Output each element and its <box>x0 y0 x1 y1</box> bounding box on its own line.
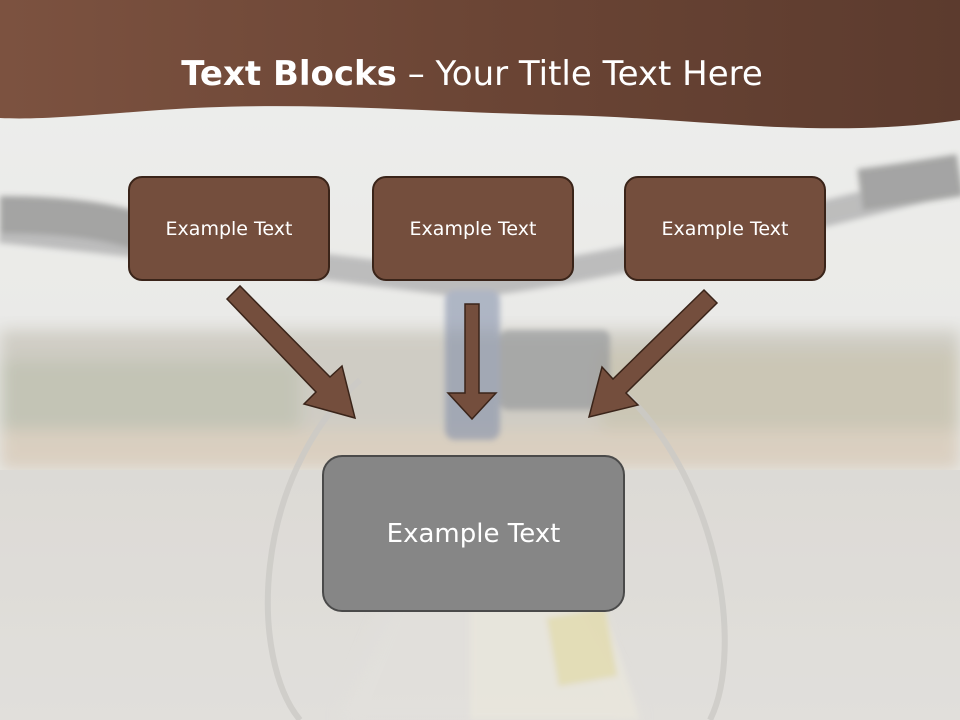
arrow-right <box>587 288 719 419</box>
arrow-left <box>225 284 357 420</box>
title-bold: Text Blocks <box>181 54 397 94</box>
slide-title: Text Blocks – Your Title Text Here <box>0 52 944 96</box>
text-block-right[interactable]: Example Text <box>624 176 826 281</box>
arrow-middle <box>446 303 498 421</box>
text-block-left-label: Example Text <box>165 217 293 240</box>
text-block-middle[interactable]: Example Text <box>372 176 574 281</box>
text-block-right-label: Example Text <box>661 217 789 240</box>
text-block-left[interactable]: Example Text <box>128 176 330 281</box>
target-block-label: Example Text <box>386 518 561 549</box>
title-banner <box>0 0 960 129</box>
text-block-middle-label: Example Text <box>409 217 537 240</box>
title-rest: Your Title Text Here <box>435 54 763 94</box>
target-block[interactable]: Example Text <box>322 455 625 612</box>
title-separator: – <box>396 54 436 94</box>
